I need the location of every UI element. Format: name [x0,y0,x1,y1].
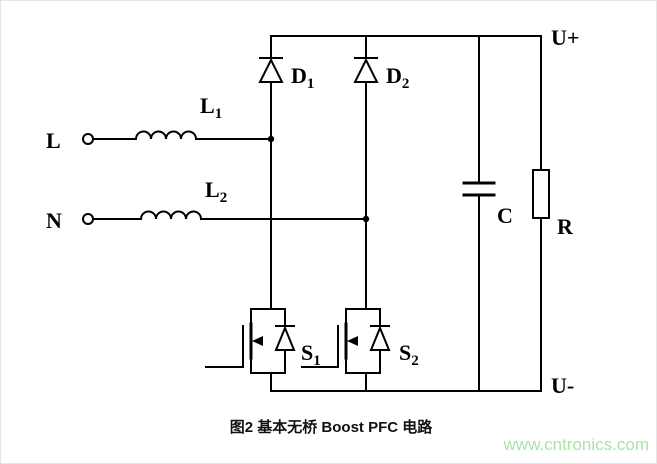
label-capacitor: C [497,203,513,228]
s2-body-arrow [347,336,358,346]
input-branch-l [82,130,272,145]
inductor2-coil [139,210,203,221]
terminal-l [82,133,94,145]
s2-drain-lead [345,308,367,325]
body-diode-s2 [365,308,391,374]
label-output-positive: U+ [551,25,579,50]
s2-gate-lead [301,355,339,368]
figure-caption: 图2 基本无桥 Boost PFC 电路 [230,418,434,436]
s1-drain-lead [250,308,272,325]
junction-l1-leg1 [267,135,275,143]
resistor-body [532,169,550,219]
s2-diode-triangle [369,325,391,351]
leg2 [301,35,391,392]
label-diode1: D1 [291,63,314,92]
capacitor-branch [462,35,496,392]
s1-source-lead [250,357,272,374]
label-switch2: S2 [399,340,419,369]
s1-diode-bottom-lead [270,349,286,374]
watermark-text: www.cntronics.com [503,435,649,454]
label-input-n: N [46,208,62,233]
leg1 [205,35,296,392]
s1-diode-triangle [274,325,296,351]
s2-source-lead [345,357,367,374]
s2-diode-bottom-lead [365,349,381,374]
inductor1-coil [134,130,198,141]
label-resistor: R [557,214,574,239]
body-diode-s1 [270,308,296,374]
input-branch-n [82,210,367,225]
s1-body-arrow [252,336,263,346]
label-inductor1: L1 [200,93,222,122]
diode-d1 [258,57,284,83]
terminal-n [82,213,94,225]
s1-diode-top-lead [270,308,286,327]
rail-wires [270,35,542,392]
label-diode2: D2 [386,63,409,92]
s1-gate-lead [205,355,244,368]
mosfet-s2 [301,308,367,374]
label-switch1: S1 [301,340,321,369]
diode-d2 [353,57,379,83]
label-input-l: L [46,128,61,153]
mosfet-s1 [205,308,272,374]
label-inductor2: L2 [205,177,227,206]
s2-diode-top-lead [365,308,381,327]
label-output-negative: U- [551,373,574,398]
junction-l2-leg2 [362,215,370,223]
